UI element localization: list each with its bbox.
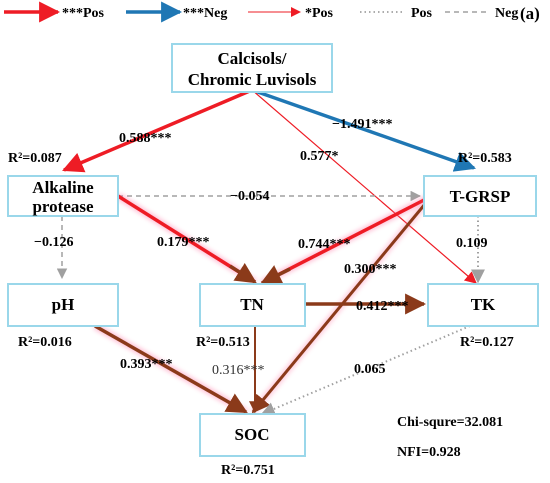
coef-ph-to-soc: 0.393*** <box>120 357 173 372</box>
node-soil-type-line1: Calcisols/ <box>218 49 287 68</box>
coef-tn-to-soc: 0.316*** <box>212 363 265 378</box>
legend: ***Pos ***Neg *Pos Pos Neg (a) <box>4 1 540 23</box>
node-alkaline-protease-line1: Alkaline <box>32 178 94 197</box>
coef-tk-to-soc: 0.065 <box>354 362 386 377</box>
node-tn: TN <box>199 283 306 327</box>
coef-soil-to-tk: 0.577* <box>300 149 339 164</box>
coef-ap-to-tgrsp: −0.054 <box>230 189 269 204</box>
path-soil-to-tk <box>251 89 477 284</box>
node-ph-label: pH <box>52 295 75 314</box>
path-ap-to-tn-head <box>229 262 257 284</box>
coef-tgrsp-to-soc: 0.300*** <box>344 262 397 277</box>
path-soil-to-tgrsp <box>251 88 476 172</box>
node-soc: SOC <box>199 413 306 457</box>
coef-tgrsp-to-tk: 0.109 <box>456 236 488 251</box>
node-t-grsp-label: T-GRSP <box>450 187 511 206</box>
node-t-grsp: T-GRSP <box>423 175 537 217</box>
node-alkaline-protease: Alkaline protease <box>7 175 119 217</box>
coef-soil-to-tgrsp: −1.491*** <box>332 117 392 132</box>
legend-neg-ns-label: Neg <box>495 6 518 21</box>
fit-chi-square: Chi-squre=32.081 <box>397 415 503 430</box>
node-tn-label: TN <box>240 295 264 314</box>
node-ph: pH <box>7 283 119 327</box>
paths <box>56 88 485 416</box>
r2-soc: R²=0.751 <box>221 463 275 478</box>
r2-labels: R²=0.087 R²=0.583 R²=0.016 R²=0.513 R²=0… <box>8 151 514 478</box>
coef-tgrsp-to-tn: 0.744*** <box>298 237 351 252</box>
legend-pos-ns-label: Pos <box>411 6 433 21</box>
path-tgrsp-to-tn-head <box>260 265 291 285</box>
path-tk-to-soc <box>260 325 471 416</box>
panel-label: (a) <box>520 4 540 23</box>
coef-soil-to-ap: 0.588*** <box>119 131 172 146</box>
coef-ap-to-tn: 0.179*** <box>157 235 210 250</box>
node-tk-label: TK <box>471 295 496 314</box>
node-soc-label: SOC <box>235 425 270 444</box>
node-alkaline-protease-line2: protease <box>32 197 94 216</box>
path-ph-to-soc <box>94 324 248 414</box>
r2-alkaline-protease: R²=0.087 <box>8 151 62 166</box>
r2-tn: R²=0.513 <box>196 335 250 350</box>
legend-pos-strong-label: ***Pos <box>62 6 105 21</box>
path-soil-to-ap <box>62 88 253 173</box>
coef-ap-to-ph: −0.126 <box>34 235 73 250</box>
node-soil-type-line2: Chromic Luvisols <box>188 70 317 89</box>
path-coefficients: 0.588*** −1.491*** 0.577* −0.054 −0.126 … <box>34 117 488 378</box>
r2-t-grsp: R²=0.583 <box>458 151 512 166</box>
legend-pos-weak-label: *Pos <box>305 6 334 21</box>
legend-neg-strong-label: ***Neg <box>183 6 227 21</box>
coef-tn-to-tk: 0.412*** <box>356 299 409 314</box>
fit-nfi: NFI=0.928 <box>397 445 461 460</box>
node-soil-type: Calcisols/ Chromic Luvisols <box>171 43 333 93</box>
r2-ph: R²=0.016 <box>18 335 72 350</box>
r2-tk: R²=0.127 <box>460 335 514 350</box>
node-tk: TK <box>427 283 539 327</box>
model-fit: Chi-squre=32.081 NFI=0.928 <box>397 415 503 460</box>
